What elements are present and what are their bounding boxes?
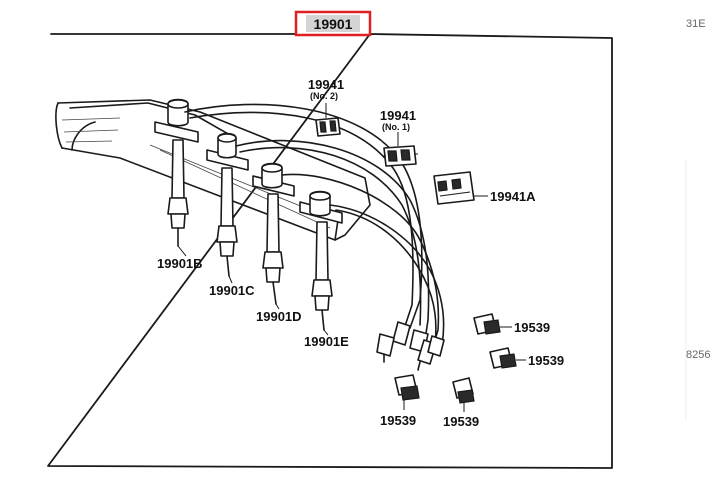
label-cord-e: 19901E [304, 334, 349, 349]
label-clamp-a: 19941A [490, 189, 536, 204]
cord-c-tube [216, 167, 238, 277]
edge-text-top: 31E [686, 18, 706, 30]
cord-e-tube [311, 221, 333, 331]
highlighted-part-callout[interactable]: 19901 [294, 10, 372, 37]
boot-4 [452, 377, 475, 412]
boot-1 [473, 313, 512, 335]
label-cord-c: 19901C [209, 283, 255, 298]
label-clamp-no1-sub: (No. 1) [382, 122, 410, 132]
cord-d-tube [262, 193, 284, 305]
plug-cap-e [299, 190, 343, 224]
label-clamp-no2: 19941 [308, 77, 344, 92]
boot-2 [489, 347, 526, 369]
label-clamp-no2-sub: (No. 2) [310, 91, 338, 101]
label-clamp-no1: 19941 [380, 108, 416, 123]
cord-end-boots [376, 321, 445, 371]
label-boot-2: 19539 [528, 353, 564, 368]
label-cord-d: 19901D [256, 309, 302, 324]
highlight-fill [306, 15, 360, 32]
clamp-a [433, 171, 488, 205]
label-boot-3: 19539 [380, 413, 416, 428]
highlighted-part-number: 19901 [314, 16, 353, 32]
clamp-no2 [315, 103, 341, 137]
plug-cap-d [252, 162, 295, 197]
boot-3 [394, 374, 420, 410]
label-cord-b: 19901B [157, 256, 203, 271]
diagram-frame [47, 33, 613, 469]
plug-cap-c [206, 132, 249, 171]
label-boot-4: 19539 [443, 414, 479, 429]
label-boot-1: 19539 [514, 320, 550, 335]
edge-text-mid: 8256 [686, 349, 710, 361]
cord-b-tube [167, 139, 189, 247]
plug-cap-b [154, 98, 199, 143]
clamp-no1 [382, 132, 418, 167]
ignition-cords [184, 103, 445, 353]
